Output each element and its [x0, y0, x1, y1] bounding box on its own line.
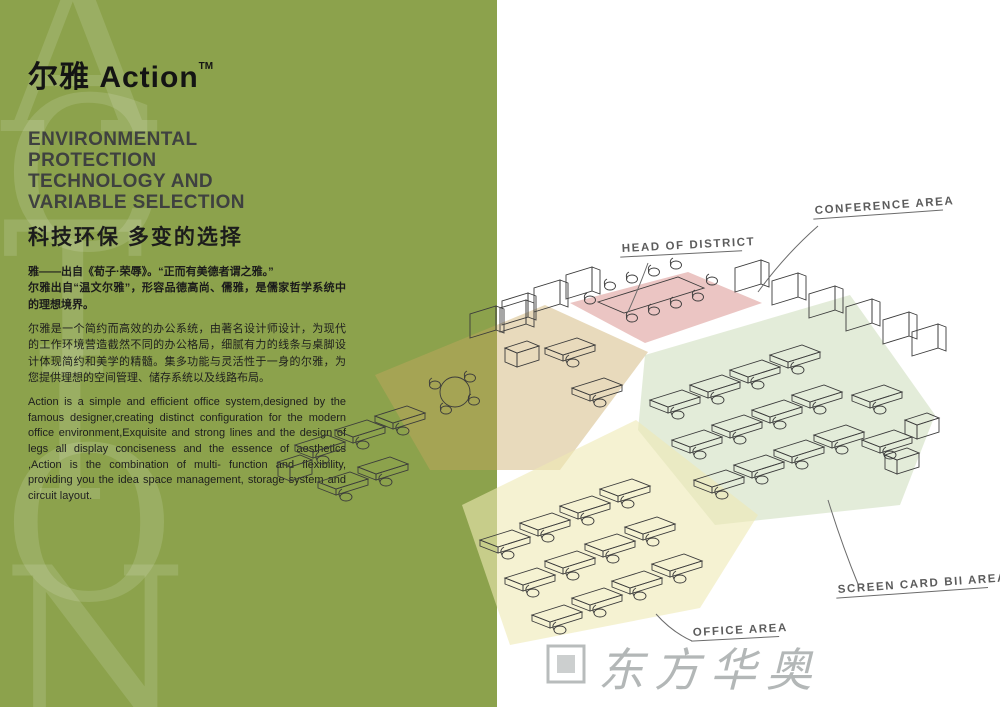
chair [669, 257, 682, 270]
label-office-area: OFFICE AREA [691, 622, 789, 642]
label-office-text: OFFICE AREA [693, 622, 789, 639]
label-head-text: HEAD OF DISTRICT [622, 236, 756, 255]
watermark-letter-c: C [2, 52, 165, 299]
headline-chinese: 科技环保 多变的选择 [28, 225, 243, 249]
label-screen-card-area: SCREEN CARD BII AREA [836, 572, 1000, 599]
workstation [357, 456, 409, 487]
product-title-text: 尔雅 Action [28, 61, 199, 94]
conference-table [596, 276, 706, 314]
wall-panel [771, 272, 807, 306]
label-underline [836, 587, 989, 599]
round-table [439, 376, 471, 408]
wall-panel [734, 259, 770, 293]
workstation [317, 471, 369, 502]
body-paragraph-chinese: 尔雅是一个简约而高效的办公系统，由著名设计师设计，为现代的工作环境营造截然不同的… [28, 323, 346, 384]
wall-panel [565, 266, 601, 300]
zone-layer [375, 272, 935, 645]
label-underline [813, 209, 944, 220]
leader-conference [757, 225, 819, 293]
leader-head-of-district [627, 262, 649, 313]
leader-screen-card [827, 499, 859, 585]
intro-quote: 雅——出自《荀子·荣辱》。“正而有美德者谓之雅。” 尔雅出自“温文尔雅”，形容品… [28, 264, 346, 314]
body-paragraph-english: Action is a simple and efficient office … [28, 396, 346, 502]
left-green-panel: A C T I O N 尔雅 ActionTM ENVIRONMENTAL PR… [0, 0, 497, 707]
zone-conference [570, 272, 762, 343]
watermark-letter-a: A [2, 0, 156, 181]
headline-english: ENVIRONMENTAL PROTECTION TECHNOLOGY AND … [28, 129, 346, 214]
product-title: 尔雅 ActionTM [28, 52, 346, 96]
chair [603, 278, 616, 291]
headline-en-line4: VARIABLE SELECTION [28, 191, 245, 213]
studio-watermark-text: 东方华奥 [598, 643, 822, 697]
left-desk-cluster [277, 405, 426, 502]
round-table-group [428, 370, 480, 415]
label-underline [620, 250, 743, 258]
chair [625, 271, 638, 284]
label-head-of-district: HEAD OF DISTRICT [620, 236, 756, 258]
panel-text-block: 尔雅 ActionTM ENVIRONMENTAL PROTECTION TEC… [28, 0, 346, 504]
zone-head-of-district [375, 305, 648, 470]
headline-en-line1: ENVIRONMENTAL [28, 129, 198, 150]
watermark-letter-o: O [2, 402, 176, 649]
leader-lines [627, 225, 859, 642]
workstation [334, 419, 386, 450]
watermark-letter-i: I [28, 302, 112, 549]
headline-en-line2: PROTECTION [28, 149, 157, 171]
studio-logo-inner [557, 655, 575, 673]
zone-office [462, 420, 758, 645]
intro-quote-line1: 雅——出自《荀子·荣辱》。“正而有美德者谓之雅。” [28, 265, 274, 278]
watermark-letter-n: N [2, 522, 188, 707]
watermark-letter-t: T [2, 177, 144, 424]
conference-table-group [583, 257, 718, 323]
label-underline [691, 635, 780, 642]
headline-en-line3: TECHNOLOGY AND [28, 170, 214, 192]
label-conference-area: CONFERENCE AREA [813, 195, 955, 220]
wall-panel [533, 279, 569, 313]
cabinet [277, 454, 313, 482]
intro-quote-line2: 尔雅出自“温文尔雅”，形容品德高尚、儒雅，是儒家哲学系统中的理想境界。 [28, 282, 346, 311]
workstation [294, 434, 346, 465]
studio-watermark: 东方华奥 [546, 643, 822, 697]
trademark-symbol: TM [198, 61, 214, 72]
zone-screen-card [638, 295, 935, 525]
chair [647, 264, 660, 277]
studio-logo-icon [546, 644, 586, 684]
leader-office [655, 613, 693, 642]
